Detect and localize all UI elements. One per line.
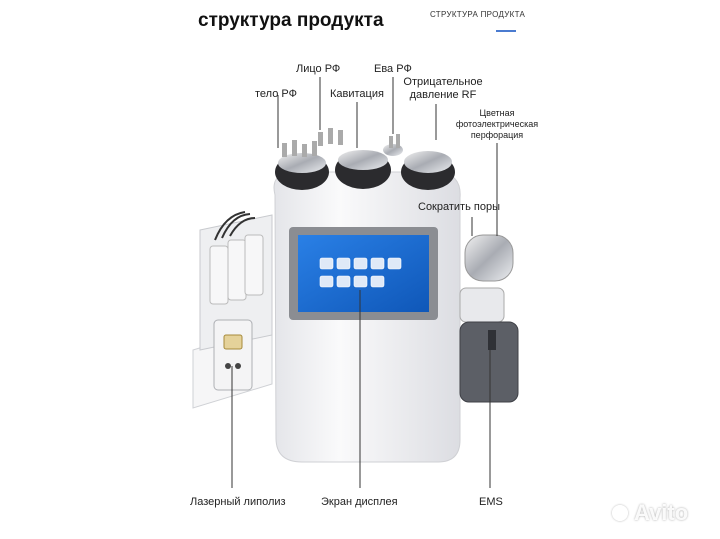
corner-underline — [496, 30, 516, 32]
label-laser-lipo: Лазерный липолиз — [190, 496, 286, 508]
label-body-rf: тело РФ — [255, 88, 297, 100]
right-handpieces — [459, 234, 519, 403]
label-face-rf: Лицо РФ — [296, 63, 341, 75]
label-negative-rf: Отрицательное давление RF — [403, 76, 483, 101]
label-eye-rf: Ева РФ — [374, 63, 412, 75]
screen-icons — [319, 257, 402, 288]
label-display: Экран дисплея — [321, 496, 398, 508]
avito-logo-icon — [612, 505, 628, 521]
handpieces-top — [275, 128, 455, 190]
label-shrink-pores: Сократить поры — [418, 201, 500, 213]
laser-lipo-unit — [192, 211, 273, 409]
corner-caption: СТРУКТУРА ПРОДУКТА — [430, 10, 526, 19]
watermark: Avito — [634, 500, 689, 525]
page-title: структура продукта — [198, 10, 384, 31]
label-cavitation: Кавитация — [330, 88, 384, 100]
display-screen — [298, 235, 429, 312]
label-color-photo: Цветная фотоэлектрическая перфорация — [455, 108, 539, 140]
label-ems: EMS — [479, 496, 503, 508]
leader-lines — [231, 77, 498, 488]
